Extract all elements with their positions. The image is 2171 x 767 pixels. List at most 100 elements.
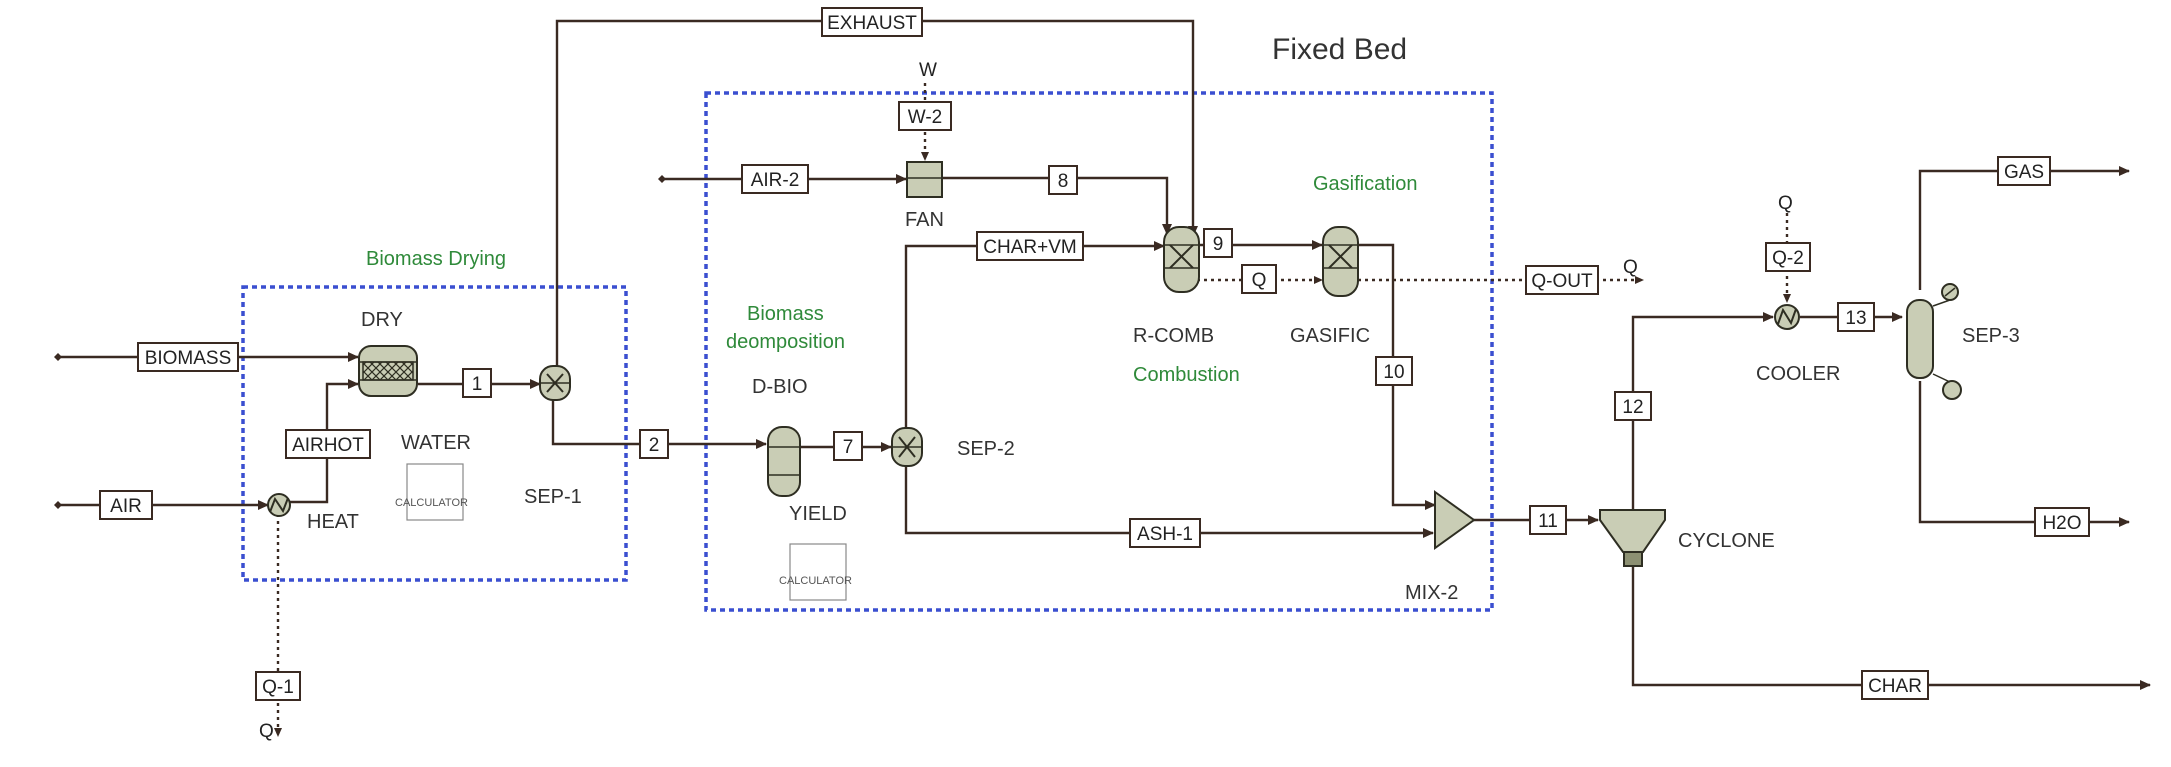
stream-label-w2[interactable]: W-2 bbox=[898, 101, 952, 131]
gasific-unit[interactable] bbox=[1322, 226, 1359, 297]
section-label-biomass-decomposition-2: deomposition bbox=[726, 331, 845, 353]
svg-text:EXHAUST: EXHAUST bbox=[827, 13, 917, 34]
stream-label-q1[interactable]: Q-1 bbox=[255, 671, 301, 701]
stream-label-12[interactable]: 12 bbox=[1614, 391, 1652, 421]
rcomb-label: R-COMB bbox=[1133, 325, 1214, 347]
stream-label-9[interactable]: 9 bbox=[1203, 228, 1233, 258]
svg-text:Q-1: Q-1 bbox=[262, 677, 294, 698]
svg-text:CALCULATOR: CALCULATOR bbox=[779, 575, 852, 587]
stream-label-8[interactable]: 8 bbox=[1048, 165, 1078, 195]
cooler-unit[interactable] bbox=[1774, 304, 1800, 330]
svg-text:GAS: GAS bbox=[2004, 162, 2044, 183]
diagram-title: Fixed Bed bbox=[1272, 33, 1407, 66]
svg-text:CALCULATOR: CALCULATOR bbox=[395, 497, 468, 509]
svg-text:AIRHOT: AIRHOT bbox=[292, 435, 364, 456]
svg-text:10: 10 bbox=[1383, 362, 1404, 383]
stream-label-air2[interactable]: AIR-2 bbox=[741, 164, 809, 194]
stream-char-line[interactable] bbox=[1631, 564, 2151, 690]
yield-calculator-block[interactable]: CALCULATOR bbox=[779, 543, 852, 601]
stream-label-7[interactable]: 7 bbox=[833, 431, 863, 461]
mix2-label: MIX-2 bbox=[1405, 582, 1458, 604]
svg-text:CHAR+VM: CHAR+VM bbox=[983, 237, 1076, 258]
feed-air-port bbox=[54, 501, 62, 509]
yield-label: YIELD bbox=[789, 503, 847, 525]
stream-2-line[interactable] bbox=[551, 398, 767, 449]
svg-text:BIOMASS: BIOMASS bbox=[145, 348, 232, 369]
sep2-label: SEP-2 bbox=[957, 438, 1015, 460]
rcomb-unit[interactable] bbox=[1163, 226, 1200, 293]
sep3-unit[interactable] bbox=[1906, 283, 1962, 400]
svg-text:1: 1 bbox=[472, 374, 483, 395]
stream-label-qout[interactable]: Q-OUT bbox=[1525, 265, 1599, 295]
section-label-combustion: Combustion bbox=[1133, 364, 1240, 386]
heat-exchanger-unit[interactable] bbox=[267, 493, 291, 517]
svg-text:ASH-1: ASH-1 bbox=[1137, 524, 1193, 545]
svg-text:7: 7 bbox=[843, 437, 854, 458]
sep2-unit[interactable] bbox=[891, 427, 923, 467]
feed-biomass-port bbox=[54, 353, 62, 361]
section-label-biomass-decomposition-1: Biomass bbox=[747, 303, 824, 325]
work-w-label: W bbox=[919, 60, 937, 81]
svg-text:13: 13 bbox=[1845, 308, 1866, 329]
svg-text:AIR: AIR bbox=[110, 496, 142, 517]
stream-ash1-line[interactable] bbox=[904, 466, 1434, 538]
gasific-label: GASIFIC bbox=[1290, 325, 1370, 347]
stream-8-line[interactable] bbox=[941, 176, 1172, 235]
stream-exhaust-line[interactable] bbox=[555, 19, 1198, 366]
svg-text:AIR-2: AIR-2 bbox=[751, 170, 800, 191]
svg-text:12: 12 bbox=[1622, 397, 1643, 418]
stream-charvm-line[interactable] bbox=[904, 241, 1165, 428]
section-label-biomass-drying: Biomass Drying bbox=[366, 248, 506, 270]
water-label: WATER bbox=[401, 432, 471, 454]
stream-label-2[interactable]: 2 bbox=[639, 429, 669, 459]
dry-label: DRY bbox=[361, 309, 403, 331]
heat-q-qout-label: Q bbox=[1623, 257, 1638, 278]
svg-text:Q: Q bbox=[1252, 270, 1267, 291]
svg-text:9: 9 bbox=[1213, 234, 1224, 255]
sep1-label: SEP-1 bbox=[524, 486, 582, 508]
stream-label-airhot[interactable]: AIRHOT bbox=[285, 429, 371, 459]
svg-text:8: 8 bbox=[1058, 171, 1069, 192]
fan-label: FAN bbox=[905, 209, 944, 231]
stream-label-13[interactable]: 13 bbox=[1837, 302, 1875, 332]
svg-text:2: 2 bbox=[649, 435, 660, 456]
water-calculator-block[interactable]: CALCULATOR bbox=[395, 463, 468, 521]
stream-label-10[interactable]: 10 bbox=[1375, 356, 1413, 386]
stream-label-q[interactable]: Q bbox=[1241, 264, 1277, 294]
mix2-unit[interactable] bbox=[1434, 490, 1476, 550]
stream-label-gas[interactable]: GAS bbox=[1997, 156, 2051, 186]
heat-label: HEAT bbox=[307, 511, 359, 533]
stream-h2o-line[interactable] bbox=[1918, 381, 2130, 527]
stream-label-q2[interactable]: Q-2 bbox=[1765, 242, 1811, 272]
stream-12-line[interactable] bbox=[1631, 312, 1774, 510]
stream-gas-line[interactable] bbox=[1918, 166, 2130, 290]
stream-label-char[interactable]: CHAR bbox=[1861, 670, 1929, 700]
dbio-label: D-BIO bbox=[752, 376, 808, 398]
stream-label-charvm[interactable]: CHAR+VM bbox=[976, 231, 1084, 261]
dbio-unit[interactable] bbox=[767, 426, 801, 497]
stream-label-exhaust[interactable]: EXHAUST bbox=[821, 7, 923, 37]
dry-unit[interactable] bbox=[358, 345, 418, 397]
stream-label-biomass[interactable]: BIOMASS bbox=[137, 342, 239, 372]
cyclone-label: CYCLONE bbox=[1678, 530, 1775, 552]
stream-label-h2o[interactable]: H2O bbox=[2034, 507, 2090, 537]
region-biomass-drying bbox=[241, 285, 628, 582]
heat-q-cooler-label: Q bbox=[1778, 193, 1793, 214]
cyclone-unit[interactable] bbox=[1599, 509, 1666, 567]
svg-text:Q-2: Q-2 bbox=[1772, 248, 1804, 269]
svg-text:Q-OUT: Q-OUT bbox=[1531, 271, 1593, 292]
stream-label-ash1[interactable]: ASH-1 bbox=[1129, 518, 1201, 548]
heat-q-heat-label: Q bbox=[259, 721, 274, 742]
region-fixed-bed bbox=[704, 91, 1494, 612]
stream-label-11[interactable]: 11 bbox=[1529, 505, 1567, 535]
fan-unit[interactable] bbox=[906, 161, 943, 198]
cooler-label: COOLER bbox=[1756, 363, 1840, 385]
section-label-gasification: Gasification bbox=[1313, 173, 1418, 195]
svg-text:W-2: W-2 bbox=[908, 107, 942, 128]
stream-label-air[interactable]: AIR bbox=[99, 490, 153, 520]
sep1-unit[interactable] bbox=[539, 365, 571, 401]
sep3-label: SEP-3 bbox=[1962, 325, 2020, 347]
stream-label-1[interactable]: 1 bbox=[462, 368, 492, 398]
feed-air2-port bbox=[658, 175, 666, 183]
